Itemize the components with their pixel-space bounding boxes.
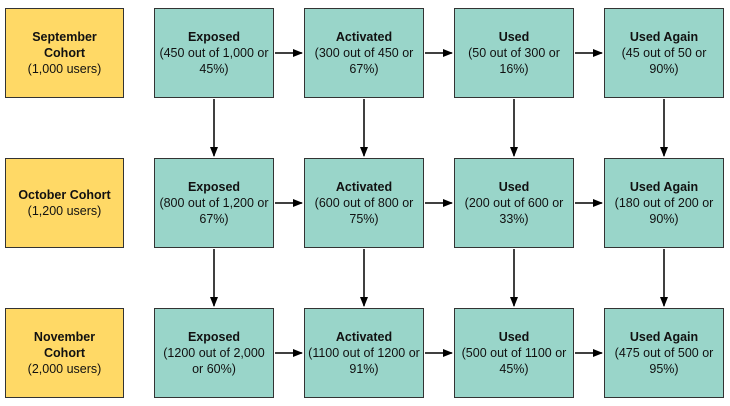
stage-detail: (475 out of 500 or 95%) <box>614 346 714 376</box>
stage-detail: (450 out of 1,000 or 45%) <box>159 46 269 76</box>
cohort-users: (1,200 users) <box>27 204 102 218</box>
stage-box-activated: Activated (1100 out of 1200 or 91%) <box>304 308 424 398</box>
stage-title: Exposed <box>187 330 241 344</box>
stage-detail: (1200 out of 2,000 or 60%) <box>163 346 265 376</box>
stage-title: Used Again <box>629 30 699 44</box>
stage-box-used-again: Used Again (475 out of 500 or 95%) <box>604 308 724 398</box>
stage-title: Activated <box>335 330 393 344</box>
stage-detail: (800 out of 1,200 or 67%) <box>159 196 269 226</box>
stage-box-used: Used (500 out of 1100 or 45%) <box>454 308 574 398</box>
stage-title: Used Again <box>629 180 699 194</box>
stage-box-activated: Activated (600 out of 800 or 75%) <box>304 158 424 248</box>
stage-title: Used <box>498 330 530 344</box>
stage-title: Used <box>498 30 530 44</box>
stage-box-used-again: Used Again (45 out of 50 or 90%) <box>604 8 724 98</box>
cohort-users: (2,000 users) <box>27 362 102 376</box>
stage-detail: (45 out of 50 or 90%) <box>621 46 707 76</box>
cohort-users: (1,000 users) <box>27 62 102 76</box>
stage-box-activated: Activated (300 out of 450 or 67%) <box>304 8 424 98</box>
cohort-title: October Cohort <box>18 188 111 202</box>
stage-detail: (300 out of 450 or 67%) <box>314 46 414 76</box>
stage-box-exposed: Exposed (450 out of 1,000 or 45%) <box>154 8 274 98</box>
cohort-title: September Cohort <box>32 30 97 60</box>
stage-detail: (200 out of 600 or 33%) <box>464 196 564 226</box>
stage-title: Used Again <box>629 330 699 344</box>
stage-detail: (1100 out of 1200 or 91%) <box>308 346 420 376</box>
stage-title: Activated <box>335 30 393 44</box>
cohort-box-november: November Cohort (2,000 users) <box>5 308 124 398</box>
stage-title: Exposed <box>187 30 241 44</box>
stage-box-used: Used (50 out of 300 or 16%) <box>454 8 574 98</box>
cohort-box-september: September Cohort (1,000 users) <box>5 8 124 98</box>
stage-title: Exposed <box>187 180 241 194</box>
stage-box-exposed: Exposed (800 out of 1,200 or 67%) <box>154 158 274 248</box>
cohort-box-october: October Cohort (1,200 users) <box>5 158 124 248</box>
cohort-title: November Cohort <box>33 330 96 360</box>
stage-box-exposed: Exposed (1200 out of 2,000 or 60%) <box>154 308 274 398</box>
stage-detail: (500 out of 1100 or 45%) <box>461 346 567 376</box>
stage-detail: (600 out of 800 or 75%) <box>314 196 414 226</box>
stage-box-used: Used (200 out of 600 or 33%) <box>454 158 574 248</box>
stage-detail: (180 out of 200 or 90%) <box>614 196 714 226</box>
stage-box-used-again: Used Again (180 out of 200 or 90%) <box>604 158 724 248</box>
stage-title: Used <box>498 180 530 194</box>
stage-detail: (50 out of 300 or 16%) <box>468 46 560 76</box>
stage-title: Activated <box>335 180 393 194</box>
